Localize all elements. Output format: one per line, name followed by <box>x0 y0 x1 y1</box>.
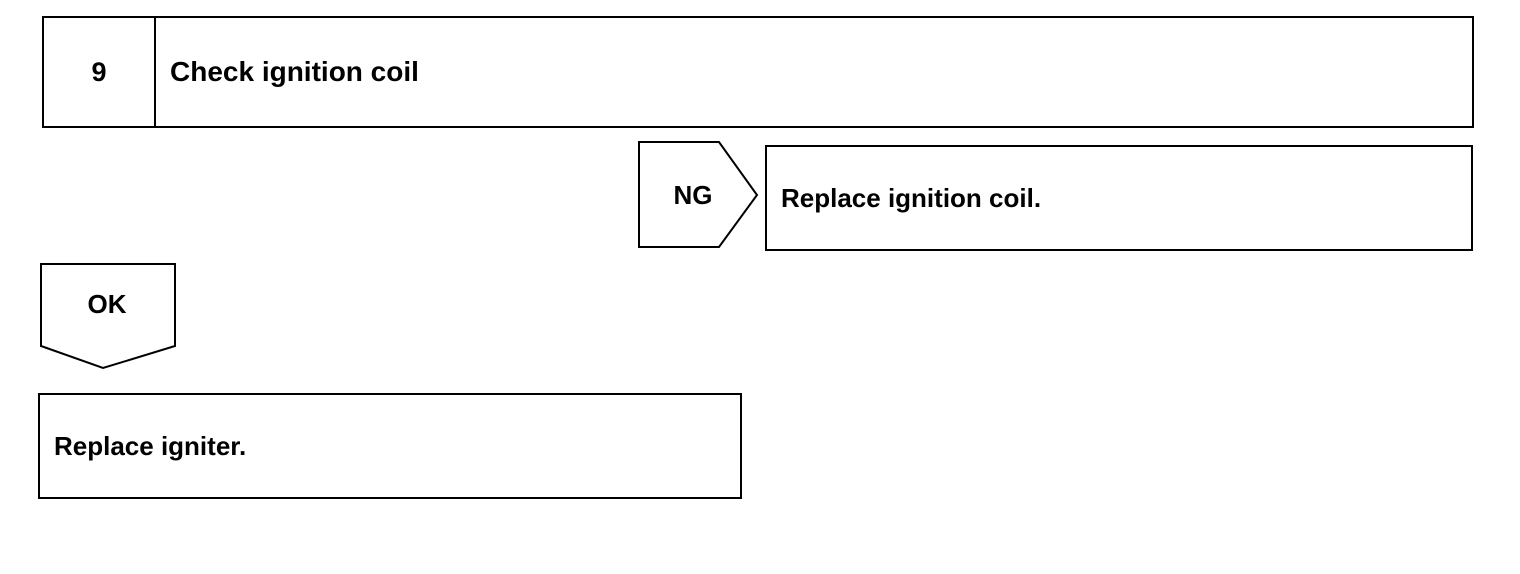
ng-action-box: Replace ignition coil. <box>765 145 1473 251</box>
ok-label: OK <box>87 288 127 319</box>
ok-arrow-tag: OK <box>39 262 179 370</box>
ok-action-text: Replace igniter. <box>54 430 247 461</box>
step-title: Check ignition coil <box>170 56 419 87</box>
ng-arrow-shape <box>638 141 759 248</box>
ng-arrow-tag: NG <box>637 140 759 250</box>
ng-label: NG <box>673 179 713 210</box>
ok-arrow-shape <box>40 263 176 370</box>
step-header: 9 Check ignition coil <box>42 16 1474 128</box>
ok-action-box: Replace igniter. <box>38 393 742 499</box>
ng-action-text: Replace ignition coil. <box>781 182 1042 213</box>
step-number: 9 <box>44 18 156 126</box>
